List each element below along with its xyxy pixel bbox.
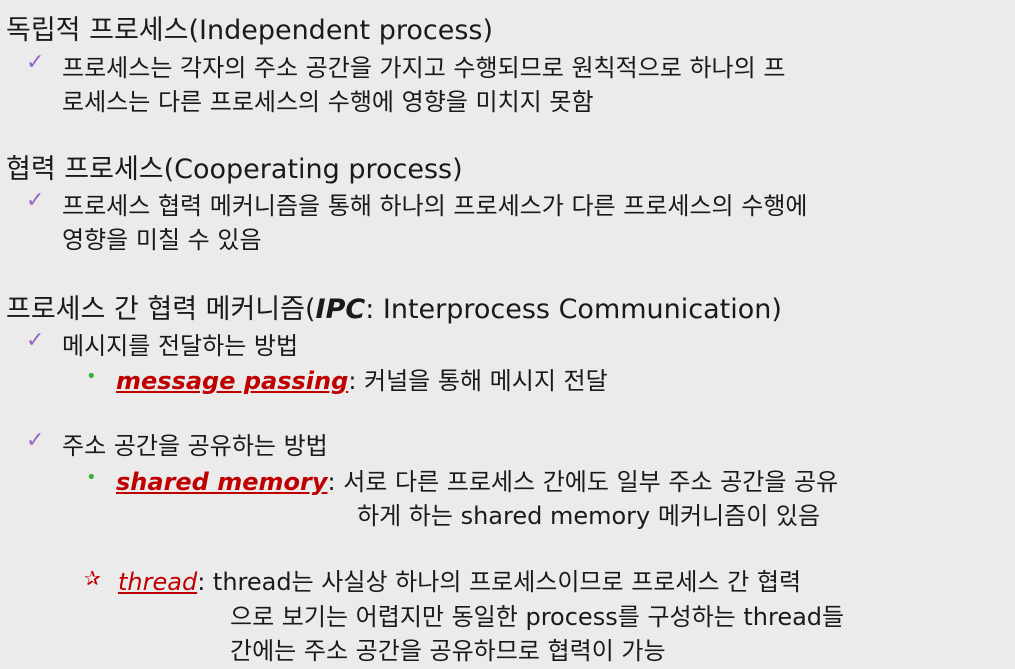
thread-term: thread (118, 568, 198, 596)
star-icon: ✰ (84, 566, 101, 590)
section2-heading: 협력 프로세스(Cooperating process) (6, 154, 463, 185)
bullet-dot-icon: • (86, 467, 97, 488)
method1-label: 메시지를 전달하는 방법 (62, 332, 299, 360)
shared-memory-line2: 하게 하는 shared memory 메커니즘이 있음 (357, 502, 821, 530)
section1-bullet1-line1: 프로세스는 각자의 주소 공간을 가지고 수행되므로 원칙적으로 하나의 프 (62, 54, 786, 82)
section2-bullet1-line2: 영향을 미칠 수 있음 (62, 226, 262, 254)
message-passing-term: message passing (116, 367, 349, 395)
check-icon: ✓ (26, 428, 45, 453)
shared-memory-item: shared memory: 서로 다른 프로세스 간에도 일부 주소 공간을 … (116, 468, 839, 496)
thread-item: thread: thread는 사실상 하나의 프로세스이므로 프로세스 간 협… (118, 568, 802, 596)
message-passing-item: message passing: 커널을 통해 메시지 전달 (116, 367, 608, 395)
section3-heading: 프로세스 간 협력 메커니즘(IPC: Interprocess Communi… (6, 294, 782, 325)
check-icon: ✓ (26, 188, 45, 213)
ipc-abbrev: IPC (315, 294, 366, 325)
section1-bullet1-line2: 로세스는 다른 프로세스의 수행에 영향을 미치지 못함 (62, 88, 594, 116)
shared-memory-term: shared memory (116, 468, 328, 496)
thread-line2: 으로 보기는 어렵지만 동일한 process를 구성하는 thread들 (230, 603, 845, 631)
thread-line3: 간에는 주소 공간을 공유하므로 협력이 가능 (230, 637, 666, 665)
section1-heading: 독립적 프로세스(Independent process) (6, 15, 494, 46)
check-icon: ✓ (26, 50, 45, 75)
check-icon: ✓ (26, 328, 45, 353)
method2-label: 주소 공간을 공유하는 방법 (62, 432, 328, 460)
section2-bullet1-line1: 프로세스 협력 메커니즘을 통해 하나의 프로세스가 다른 프로세스의 수행에 (62, 192, 808, 220)
bullet-dot-icon: • (86, 366, 97, 387)
